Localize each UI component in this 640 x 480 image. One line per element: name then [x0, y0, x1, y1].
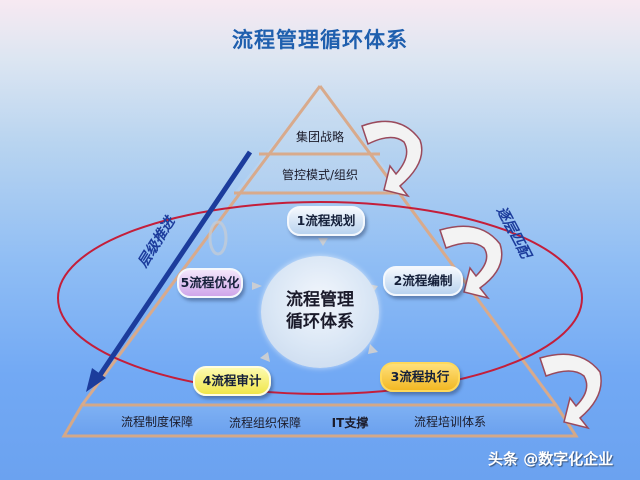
page-title: 流程管理循环体系 — [232, 28, 408, 52]
faint-loop — [208, 220, 228, 256]
step-5-pill: 5流程优化 — [177, 268, 243, 298]
step-4-pill: 4流程审计 — [193, 366, 271, 396]
left-down-arrow-icon — [86, 150, 253, 392]
base-item-3: IT支撑 — [331, 416, 369, 430]
curved-arrow-icon-3 — [539, 353, 602, 430]
base-item-2: 流程组织保障 — [228, 416, 301, 430]
watermark: 头条 @数字化企业 — [488, 450, 614, 468]
base-item-1: 流程制度保障 — [120, 415, 193, 429]
step-3-pill: 3流程执行 — [380, 362, 460, 392]
cycle-center-line-2: 循环体系 — [286, 312, 354, 332]
pyramid-base-section — [61, 403, 579, 438]
curved-arrow-icon-1 — [361, 120, 423, 198]
cycle-ellipse — [57, 201, 583, 395]
pyramid-edges — [80, 85, 558, 406]
curved-arrow-icon-2 — [439, 225, 503, 300]
step-1-pill: 1流程规划 — [287, 206, 365, 236]
pyramid-top-section — [235, 86, 405, 192]
cycle-center-circle — [261, 256, 379, 368]
pyramid-top-label: 集团战略 — [295, 130, 344, 144]
cycle-center-text: 流程管理 循环体系 — [261, 289, 379, 333]
pyramid-second-label: 管控模式/组织 — [281, 168, 359, 182]
base-item-4: 流程培训体系 — [413, 415, 486, 429]
step-2-pill: 2流程编制 — [383, 266, 463, 296]
cycle-center-line-1: 流程管理 — [286, 290, 354, 310]
